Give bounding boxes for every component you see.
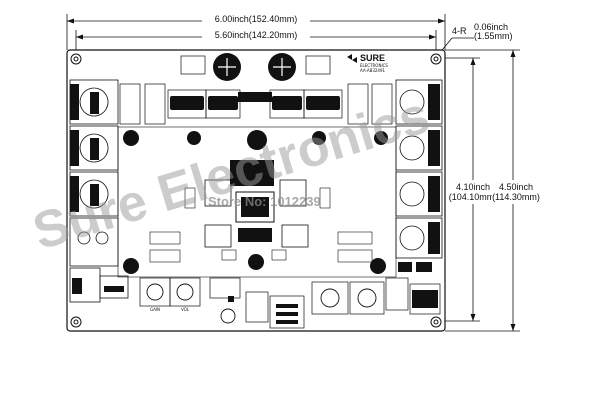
sure-logo: SURE ELECTRONICS AA-AB32491 xyxy=(347,53,388,73)
inner-height-inch: 4.10inch xyxy=(456,182,490,192)
hole-label-mm: (1.55mm) xyxy=(474,31,513,41)
inner-height-mm: (104.10mm) xyxy=(449,192,498,202)
input-connector xyxy=(69,217,129,303)
outer-width-label: 6.00inch(152.40mm) xyxy=(215,14,298,24)
board-model: AA-AB32491 xyxy=(360,68,386,73)
watermark-store-text: Store No: 1012239 xyxy=(208,194,321,209)
mounting-holes xyxy=(70,53,442,328)
right-inductor-column xyxy=(395,79,443,259)
outer-height-inch: 4.50inch xyxy=(499,182,533,192)
pot-label-gain: GAIN xyxy=(150,307,160,312)
pot-label-vol: VOL xyxy=(181,307,190,312)
dimension-arrows xyxy=(67,18,516,331)
hole-label-ref: 4-R xyxy=(452,26,467,36)
left-terminal-blocks xyxy=(70,84,79,212)
round-components xyxy=(123,130,388,274)
left-inductor-hatch xyxy=(90,92,99,206)
inner-width-label-bg xyxy=(202,28,310,40)
top-power-devices xyxy=(170,92,340,110)
inner-height-label-bg xyxy=(450,180,496,204)
center-ic-area xyxy=(204,160,309,248)
top-connectors xyxy=(119,55,393,125)
logo-text: SURE xyxy=(360,53,385,63)
bottom-pots xyxy=(146,283,377,324)
bottom-row xyxy=(139,277,441,329)
outer-height-label-bg xyxy=(492,180,542,204)
logo-subtext: ELECTRONICS xyxy=(360,63,388,68)
top-capacitor-marks xyxy=(218,58,291,76)
hole-label-inch: 0.06inch xyxy=(474,22,508,32)
bottom-black-parts xyxy=(228,262,438,324)
outer-width-label-bg xyxy=(202,12,310,24)
top-power-device-tabs xyxy=(167,89,343,119)
input-connector-fill xyxy=(72,278,124,294)
outer-height-mm: (114.30mm) xyxy=(492,192,540,202)
inner-width-label: 5.60inch(142.20mm) xyxy=(215,30,298,40)
board-outline xyxy=(66,49,446,332)
passive-components xyxy=(149,187,373,263)
right-terminal-blocks xyxy=(428,84,440,254)
